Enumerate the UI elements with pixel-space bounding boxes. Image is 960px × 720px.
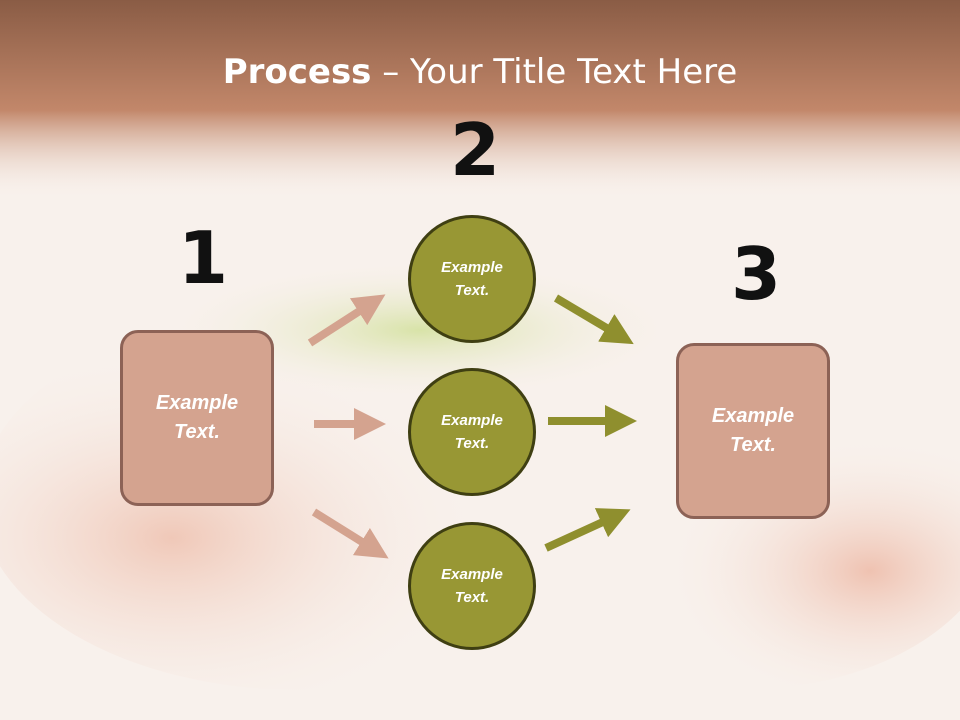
step-2-text-bottom: Example Text.: [441, 566, 503, 606]
step-2-circle-top: Example Text.: [408, 215, 536, 343]
step-number-3: 3: [731, 232, 782, 316]
step-number-1: 1: [178, 216, 229, 300]
step-1-box: Example Text.: [120, 330, 274, 506]
step-3-box: Example Text.: [676, 343, 830, 519]
step-number-2: 2: [450, 108, 501, 192]
slide-title: Process – Your Title Text Here: [0, 52, 960, 92]
step-3-text: Example Text.: [711, 405, 795, 456]
arrow-2c-to-3: [544, 508, 631, 552]
title-rest: – Your Title Text Here: [371, 52, 738, 92]
step-1-text: Example Text.: [155, 392, 239, 443]
step-2-circle-bottom: Example Text.: [408, 522, 536, 650]
step-2-text-top: Example Text.: [441, 259, 503, 299]
arrow-1-to-2c: [311, 508, 389, 559]
step-2-text-middle: Example Text.: [441, 412, 503, 452]
arrow-1-to-2a: [307, 294, 386, 347]
arrow-2a-to-3: [553, 294, 634, 345]
title-bold: Process: [222, 52, 372, 92]
step-2-circle-middle: Example Text.: [408, 368, 536, 496]
